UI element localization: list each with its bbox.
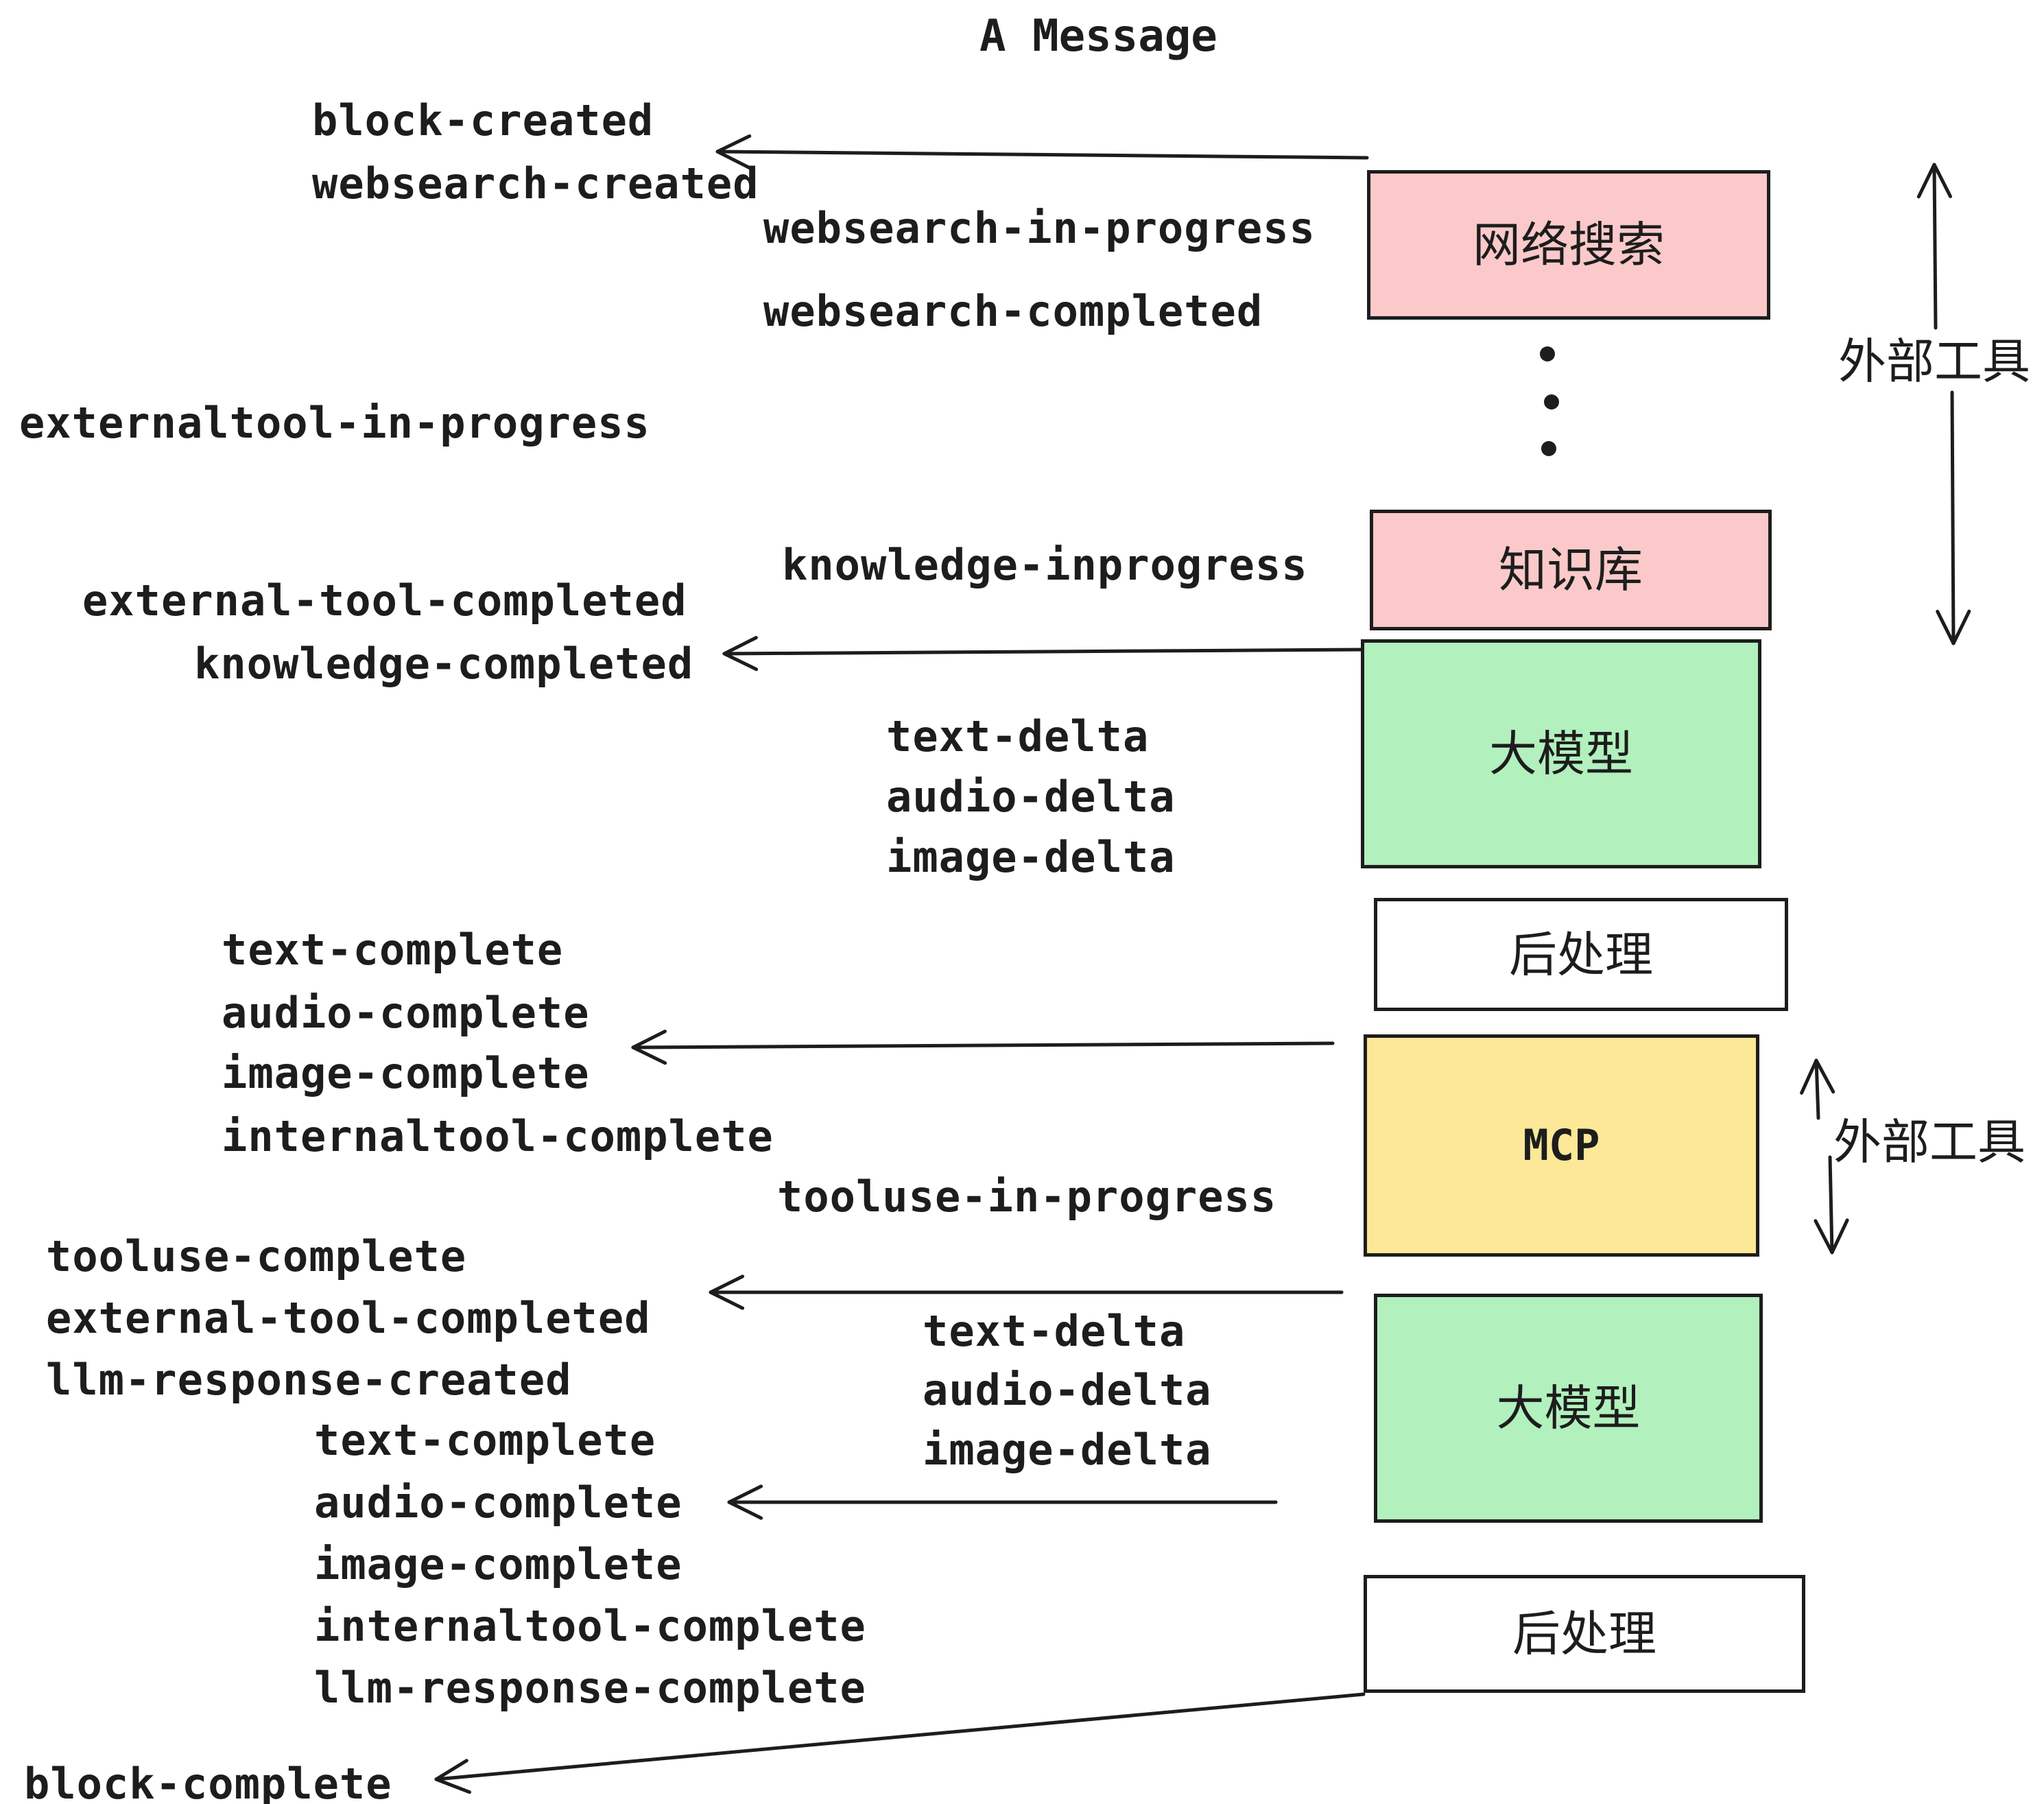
ellipsis-dot-3 bbox=[1541, 441, 1556, 456]
event-label-knowledge-inprogress: knowledge-inprogress bbox=[782, 540, 1308, 590]
event-label-tooluse-in-progress: tooluse-in-progress bbox=[777, 1172, 1277, 1222]
box-postprocess-1-label: 后处理 bbox=[1509, 927, 1653, 982]
arrow-internal-complete-1 bbox=[631, 1041, 1335, 1049]
arrow-audio-complete-2-head bbox=[727, 1484, 763, 1520]
event-label-text-complete-1: text-complete bbox=[222, 925, 564, 975]
event-label-external-tool-completed-1: external-tool-completed bbox=[82, 575, 687, 626]
side-label-external-tools-top: 外部工具 bbox=[1838, 335, 2030, 388]
box-knowledge: 知识库 bbox=[1370, 510, 1772, 630]
event-label-websearch-in-progress: websearch-in-progress bbox=[763, 203, 1316, 253]
event-label-image-complete-1: image-complete bbox=[222, 1048, 590, 1098]
box-websearch-label: 网络搜索 bbox=[1473, 218, 1665, 272]
arrow-external-up-1 bbox=[1932, 163, 1938, 330]
box-postprocess-2: 后处理 bbox=[1364, 1575, 1805, 1693]
box-websearch: 网络搜索 bbox=[1367, 170, 1770, 320]
arrow-knowledge-completed bbox=[722, 648, 1367, 656]
arrow-tooluse-complete-head bbox=[709, 1274, 745, 1310]
arrow-internal-complete-1-head bbox=[631, 1030, 667, 1065]
event-label-audio-delta-2: audio-delta bbox=[923, 1365, 1212, 1415]
arrow-external-up-2-head bbox=[1800, 1058, 1835, 1095]
box-llm-2: 大模型 bbox=[1374, 1294, 1763, 1523]
event-label-image-complete-2: image-complete bbox=[314, 1539, 682, 1589]
box-llm-2-label: 大模型 bbox=[1496, 1381, 1641, 1435]
event-label-text-delta-1: text-delta bbox=[886, 711, 1150, 761]
ellipsis-dot-1 bbox=[1540, 346, 1555, 361]
event-label-text-complete-2: text-complete bbox=[314, 1415, 656, 1465]
box-mcp: MCP bbox=[1364, 1034, 1759, 1257]
event-label-internaltool-complete-2: internaltool-complete bbox=[314, 1601, 866, 1651]
box-mcp-label: MCP bbox=[1523, 1120, 1600, 1170]
arrow-websearch-created bbox=[715, 150, 1369, 160]
event-label-websearch-created: websearch-created bbox=[312, 158, 759, 209]
box-llm-1-label: 大模型 bbox=[1489, 727, 1633, 781]
arrow-external-up-1-head bbox=[1916, 163, 1952, 199]
arrow-external-down-2-head bbox=[1814, 1218, 1849, 1255]
event-label-external-tool-completed-2: external-tool-completed bbox=[46, 1293, 651, 1343]
box-knowledge-label: 知识库 bbox=[1499, 543, 1643, 597]
arrow-external-down-1-head bbox=[1936, 609, 1971, 645]
event-label-knowledge-completed: knowledge-completed bbox=[194, 639, 694, 689]
event-label-image-delta-2: image-delta bbox=[923, 1425, 1212, 1475]
event-label-tooluse-complete: tooluse-complete bbox=[46, 1231, 467, 1281]
event-label-websearch-completed: websearch-completed bbox=[763, 286, 1263, 336]
event-label-block-created: block-created bbox=[312, 95, 654, 145]
ellipsis-dot-2 bbox=[1544, 394, 1559, 410]
event-label-block-complete: block-complete bbox=[24, 1759, 392, 1804]
event-label-externaltool-in-progress: externaltool-in-progress bbox=[19, 398, 650, 448]
arrow-external-down-1 bbox=[1950, 390, 1956, 645]
arrow-knowledge-completed-head bbox=[722, 636, 759, 672]
arrow-external-down-2 bbox=[1828, 1155, 1834, 1255]
event-label-llm-response-complete: llm-response-complete bbox=[314, 1663, 866, 1713]
diagram-title: A Message bbox=[979, 11, 1217, 62]
box-llm-1: 大模型 bbox=[1361, 639, 1761, 868]
event-label-internaltool-complete-1: internaltool-complete bbox=[222, 1111, 774, 1161]
event-label-audio-complete-1: audio-complete bbox=[222, 988, 590, 1038]
event-label-audio-delta-1: audio-delta bbox=[886, 772, 1176, 822]
event-label-audio-complete-2: audio-complete bbox=[314, 1477, 682, 1528]
event-label-llm-response-created: llm-response-created bbox=[46, 1355, 572, 1405]
event-label-text-delta-2: text-delta bbox=[923, 1306, 1186, 1356]
box-postprocess-1: 后处理 bbox=[1374, 898, 1788, 1011]
side-label-external-tools-bottom: 外部工具 bbox=[1833, 1115, 2025, 1169]
box-postprocess-2-label: 后处理 bbox=[1512, 1607, 1656, 1661]
event-label-image-delta-1: image-delta bbox=[886, 832, 1176, 882]
arrow-block-complete-head bbox=[434, 1759, 471, 1794]
arrow-external-up-2 bbox=[1814, 1058, 1820, 1120]
